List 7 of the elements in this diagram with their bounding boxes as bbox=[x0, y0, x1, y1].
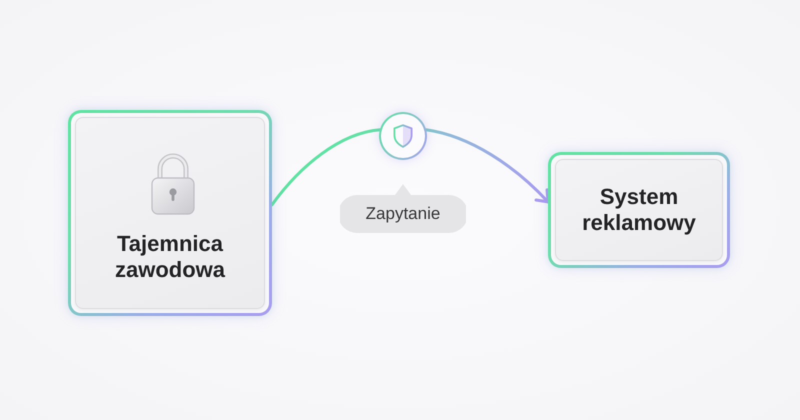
process-box bbox=[548, 152, 730, 268]
process-box bbox=[68, 110, 272, 316]
node-label: System reklamowy bbox=[581, 184, 697, 236]
arrow bbox=[424, 128, 550, 204]
node-label: Tajemnica zawodowa bbox=[114, 231, 226, 283]
circle-node bbox=[379, 112, 427, 160]
connector-line bbox=[270, 128, 382, 206]
